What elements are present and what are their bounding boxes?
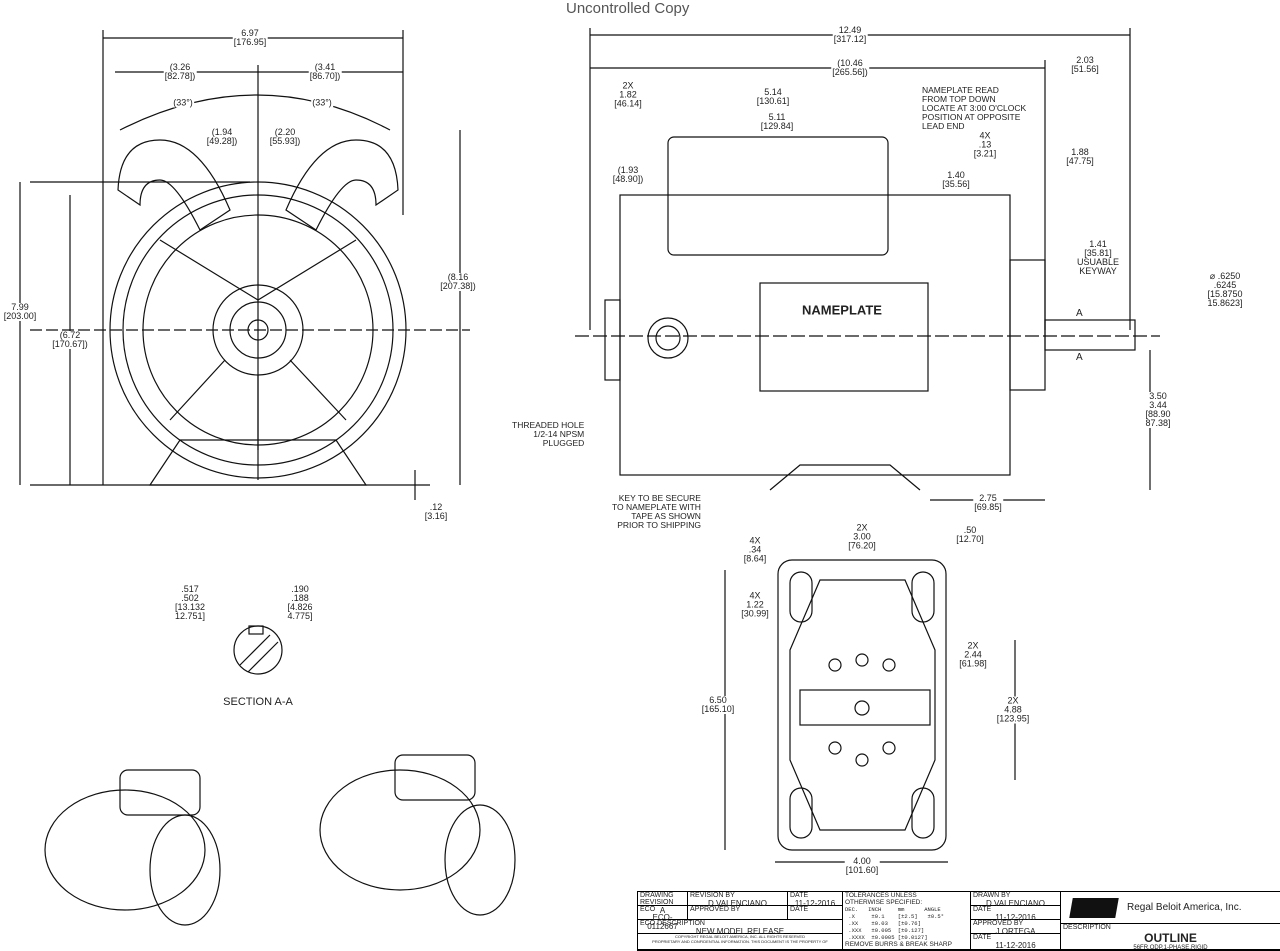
section-marker: A bbox=[1076, 308, 1083, 319]
dim-label: 12.49[317.12] bbox=[832, 25, 868, 44]
dim-label: 2X 1.82[46.14] bbox=[613, 80, 643, 109]
front-view bbox=[19, 30, 470, 500]
dim-label: 2X 2.44[61.98] bbox=[958, 640, 988, 669]
dim-label: 4X .13[3.21] bbox=[972, 130, 998, 159]
section-a-a bbox=[233, 625, 283, 675]
dim-label: .190 .188[4.826 4.775] bbox=[286, 584, 314, 621]
uncontrolled-copy-header: Uncontrolled Copy bbox=[566, 0, 690, 17]
dim-label: (1.93[48.90]) bbox=[611, 165, 645, 184]
dim-label: 6.50[165.10] bbox=[700, 695, 736, 714]
dim-label: 2.03[51.56] bbox=[1070, 55, 1100, 74]
dim-label: 1.40[35.56] bbox=[941, 170, 971, 189]
dim-label: (2.20[55.93]) bbox=[268, 127, 302, 146]
dim-label: 2X 3.00[76.20] bbox=[847, 522, 877, 551]
dim-label: 5.14[130.61] bbox=[755, 87, 791, 106]
dim-label: 1.88[47.75] bbox=[1065, 147, 1095, 166]
dim-label: (10.46[265.56]) bbox=[831, 58, 869, 77]
dim-label: 7.99[203.00] bbox=[2, 302, 38, 321]
dim-label: 2X 4.88[123.95] bbox=[995, 695, 1031, 724]
dim-label: (1.94[49.28]) bbox=[205, 127, 239, 146]
dim-label: (6.72[170.67]) bbox=[51, 330, 89, 349]
dim-label: (3.26[82.78]) bbox=[163, 62, 197, 81]
key-note: KEY TO BE SECURE TO NAMEPLATE WITH TAPE … bbox=[612, 493, 701, 530]
dim-label: (3.41[86.70]) bbox=[308, 62, 342, 81]
dim-label: 5.11[129.84] bbox=[759, 112, 795, 131]
dim-label: 4.00[101.60] bbox=[844, 856, 880, 875]
dim-label: 1.41[35.81] USUABLE KEYWAY bbox=[1075, 239, 1121, 276]
dim-label: 3.50 3.44[88.90 87.38] bbox=[1144, 391, 1172, 428]
dim-label: 4X 1.22[30.99] bbox=[740, 590, 770, 619]
section-marker: A bbox=[1076, 352, 1083, 363]
tolerances: TOLERANCES UNLESS OTHERWISE SPECIFIED:DE… bbox=[843, 892, 971, 950]
dim-label: .50[12.70] bbox=[955, 525, 985, 544]
dim-label: .517 .502[13.132 12.751] bbox=[173, 584, 207, 621]
base-view bbox=[724, 559, 1016, 863]
dim-label: (8.16[207.38]) bbox=[439, 272, 477, 291]
approved-date: DATE bbox=[788, 906, 843, 920]
nameplate-label: NAMEPLATE bbox=[802, 302, 882, 318]
dim-label: 6.97[176.95] bbox=[232, 28, 268, 47]
dim-label: ⌀ .6250 .6245[15.8750 15.8623] bbox=[1206, 271, 1244, 308]
dim-label: 4X .34[8.64] bbox=[742, 535, 768, 564]
angle-label: (33°) bbox=[311, 97, 333, 108]
threaded-hole-note: THREADED HOLE 1/2-14 NPSM PLUGGED bbox=[512, 420, 585, 448]
isometric-views bbox=[44, 754, 516, 926]
dim-label: .12[3.16] bbox=[423, 502, 449, 521]
copyright: COPYRIGHT REGAL BELOIT AMERICA, INC. ALL… bbox=[638, 934, 843, 950]
section-title: SECTION A-A bbox=[223, 696, 293, 708]
dim-label: 2.75[69.85] bbox=[973, 493, 1003, 512]
company-logo bbox=[1069, 897, 1119, 918]
approved-by: APPROVED BY bbox=[688, 906, 788, 920]
nameplate-note: NAMEPLATE READ FROM TOP DOWN LOCATE AT 3… bbox=[922, 85, 1027, 131]
angle-label: (33°) bbox=[172, 97, 194, 108]
company: Regal Beloit America, Inc. bbox=[1061, 892, 1280, 924]
side-view bbox=[575, 28, 1160, 501]
